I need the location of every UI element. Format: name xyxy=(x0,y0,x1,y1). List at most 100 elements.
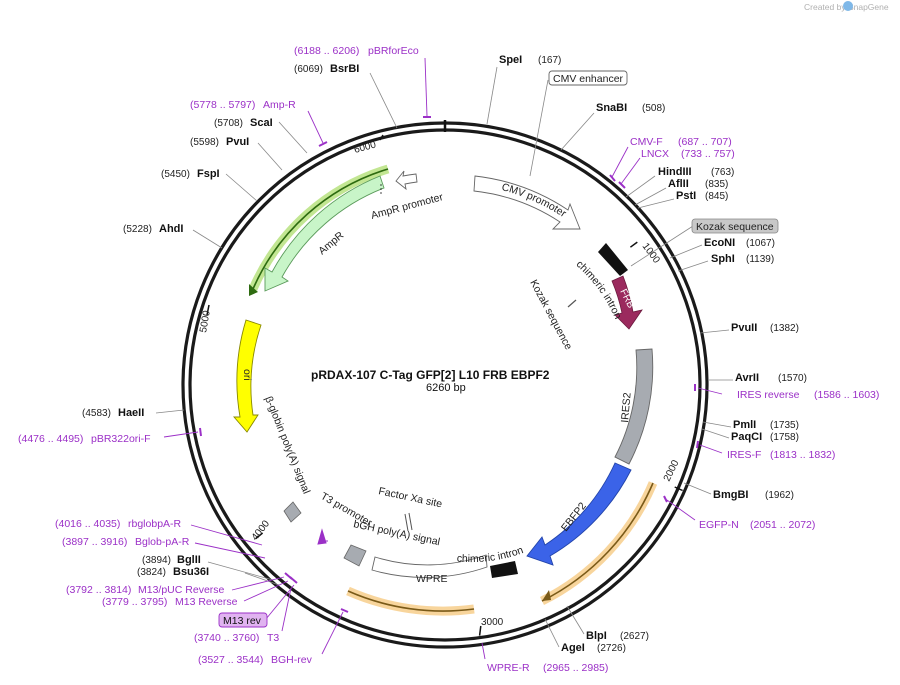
leader xyxy=(701,428,730,439)
leader xyxy=(155,409,185,414)
primer-leader xyxy=(307,110,324,144)
primer-name: M13/pUC Reverse xyxy=(138,584,225,596)
plasmid-size: 6260 bp xyxy=(426,382,466,394)
ruler-tick xyxy=(478,625,482,636)
factor-xa-label: Factor Xa site xyxy=(377,485,443,510)
primer-range: (3897 .. 3916) xyxy=(62,536,127,548)
enzyme-pos: (5450) xyxy=(161,169,190,180)
enzyme-pos: (5708) xyxy=(214,118,243,129)
t3-promoter-label: T3 promoter xyxy=(319,490,375,529)
kozak-box xyxy=(691,218,779,234)
primer-name: Bglob-pA-R xyxy=(135,536,190,548)
primer-name: Amp-R xyxy=(263,99,296,111)
cmv-promoter-arrow xyxy=(473,175,581,230)
enzyme-pos: (1067) xyxy=(746,238,775,249)
enzyme-pos: (2726) xyxy=(597,643,626,654)
chimeric-intron-2-bar xyxy=(490,561,518,578)
enzyme-name: ScaI xyxy=(250,117,273,129)
primer-range: (3779 .. 3795) xyxy=(102,596,167,608)
primer-leader xyxy=(699,444,723,454)
kozak-box-label: Kozak sequence xyxy=(696,221,774,233)
primer-leader xyxy=(231,576,285,591)
primer-name: LNCX xyxy=(641,148,669,160)
ruler-tick xyxy=(206,304,210,316)
primer-leader xyxy=(424,57,428,117)
bglobin-box xyxy=(283,501,302,523)
ires2-label: IRES2 xyxy=(619,392,634,423)
ruler-label: 3000 xyxy=(481,617,504,628)
primer-range: (2965 .. 2985) xyxy=(543,662,608,674)
enzyme-name: PaqCI xyxy=(731,431,762,443)
bglobin-label: β-globin poly(A) signal xyxy=(262,395,312,496)
ampr-promoter-label: AmpR promoter xyxy=(370,191,445,222)
primer-leader xyxy=(321,611,344,655)
wpre-box xyxy=(371,554,488,578)
plasmid-name: pRDAX-107 C-Tag GFP[2] L10 FRB EBPF2 xyxy=(311,368,550,382)
enzyme-pos: (3824) xyxy=(137,567,166,578)
leader xyxy=(566,605,585,635)
m13-rev-box xyxy=(218,612,268,628)
leader xyxy=(560,112,595,151)
primer-name: EGFP-N xyxy=(699,519,739,531)
enzyme-name: PmlI xyxy=(733,419,756,431)
leader xyxy=(669,244,703,259)
primer-labels: pBRforEco (6188 .. 6206) Amp-R (5778 .. … xyxy=(18,45,879,674)
enzyme-name: EcoNI xyxy=(704,237,735,249)
enzyme-pos: (2627) xyxy=(620,631,649,642)
primer-highlight xyxy=(346,586,475,616)
ruler-label: 6000 xyxy=(353,139,378,155)
primer-range: (1586 .. 1603) xyxy=(814,389,879,401)
primer-range: (5778 .. 5797) xyxy=(190,99,255,111)
primer-name: pBR322ori-F xyxy=(91,433,151,445)
cmv-enhancer-label: CMV enhancer xyxy=(553,73,624,85)
primer-name: T3 xyxy=(267,632,279,644)
leader xyxy=(699,329,730,334)
primer-leader xyxy=(243,580,289,602)
primer-range: (4476 .. 4495) xyxy=(18,433,83,445)
ruler-tick xyxy=(255,532,264,540)
primer-leader xyxy=(190,524,263,546)
enzyme-name: HaeII xyxy=(118,407,144,419)
leader xyxy=(207,561,274,581)
enzyme-name: BlpI xyxy=(586,630,607,642)
enzyme-name: PvuII xyxy=(731,322,757,334)
bgh-box xyxy=(343,544,367,567)
enzyme-pos: (167) xyxy=(538,55,561,66)
primer-name: BGH-rev xyxy=(271,654,313,666)
enzyme-pos: (6069) xyxy=(294,64,323,75)
primer-leaders xyxy=(163,57,723,660)
enzyme-name: AhdI xyxy=(159,223,183,235)
ori-label: ori xyxy=(241,369,253,381)
primer-mark xyxy=(199,427,202,437)
enzyme-name: Bsu36I xyxy=(173,566,209,578)
ori-arrow xyxy=(233,319,262,433)
primer-arc xyxy=(541,482,654,602)
primer-name: CMV-F xyxy=(630,136,663,148)
ruler-label: 4000 xyxy=(250,518,273,543)
enzyme-pos: (1735) xyxy=(770,420,799,431)
enzyme-name: SpeI xyxy=(499,54,522,66)
kozak-mark xyxy=(567,299,577,308)
snapgene-logo-icon xyxy=(843,1,853,11)
enzyme-name: HindIII xyxy=(658,166,692,178)
enzyme-name: PvuI xyxy=(226,136,249,148)
primer-mark xyxy=(318,141,328,147)
primer-mark xyxy=(340,608,349,613)
primer-name: WPRE-R xyxy=(487,662,530,674)
enzyme-name: AflII xyxy=(668,178,689,190)
primer-mark xyxy=(289,576,298,584)
enzyme-name: PstI xyxy=(676,190,696,202)
primer-range: (4016 .. 4035) xyxy=(55,518,120,530)
cmv-promoter-label: CMV promoter xyxy=(500,181,568,220)
primer-arrowhead xyxy=(249,284,258,296)
leader xyxy=(677,260,709,272)
ruler-label: 2000 xyxy=(662,458,682,483)
enzyme-name: SphI xyxy=(711,253,735,265)
factor-xa-mark xyxy=(404,512,413,532)
ampr-label: AmpR xyxy=(316,229,346,257)
primer-leader xyxy=(194,542,266,559)
enzyme-labels: SpeI (167) SnaBI (508) HindIII (763) Afl… xyxy=(82,54,807,654)
primer-arc xyxy=(252,168,389,290)
primer-name: IRES reverse xyxy=(737,389,800,401)
